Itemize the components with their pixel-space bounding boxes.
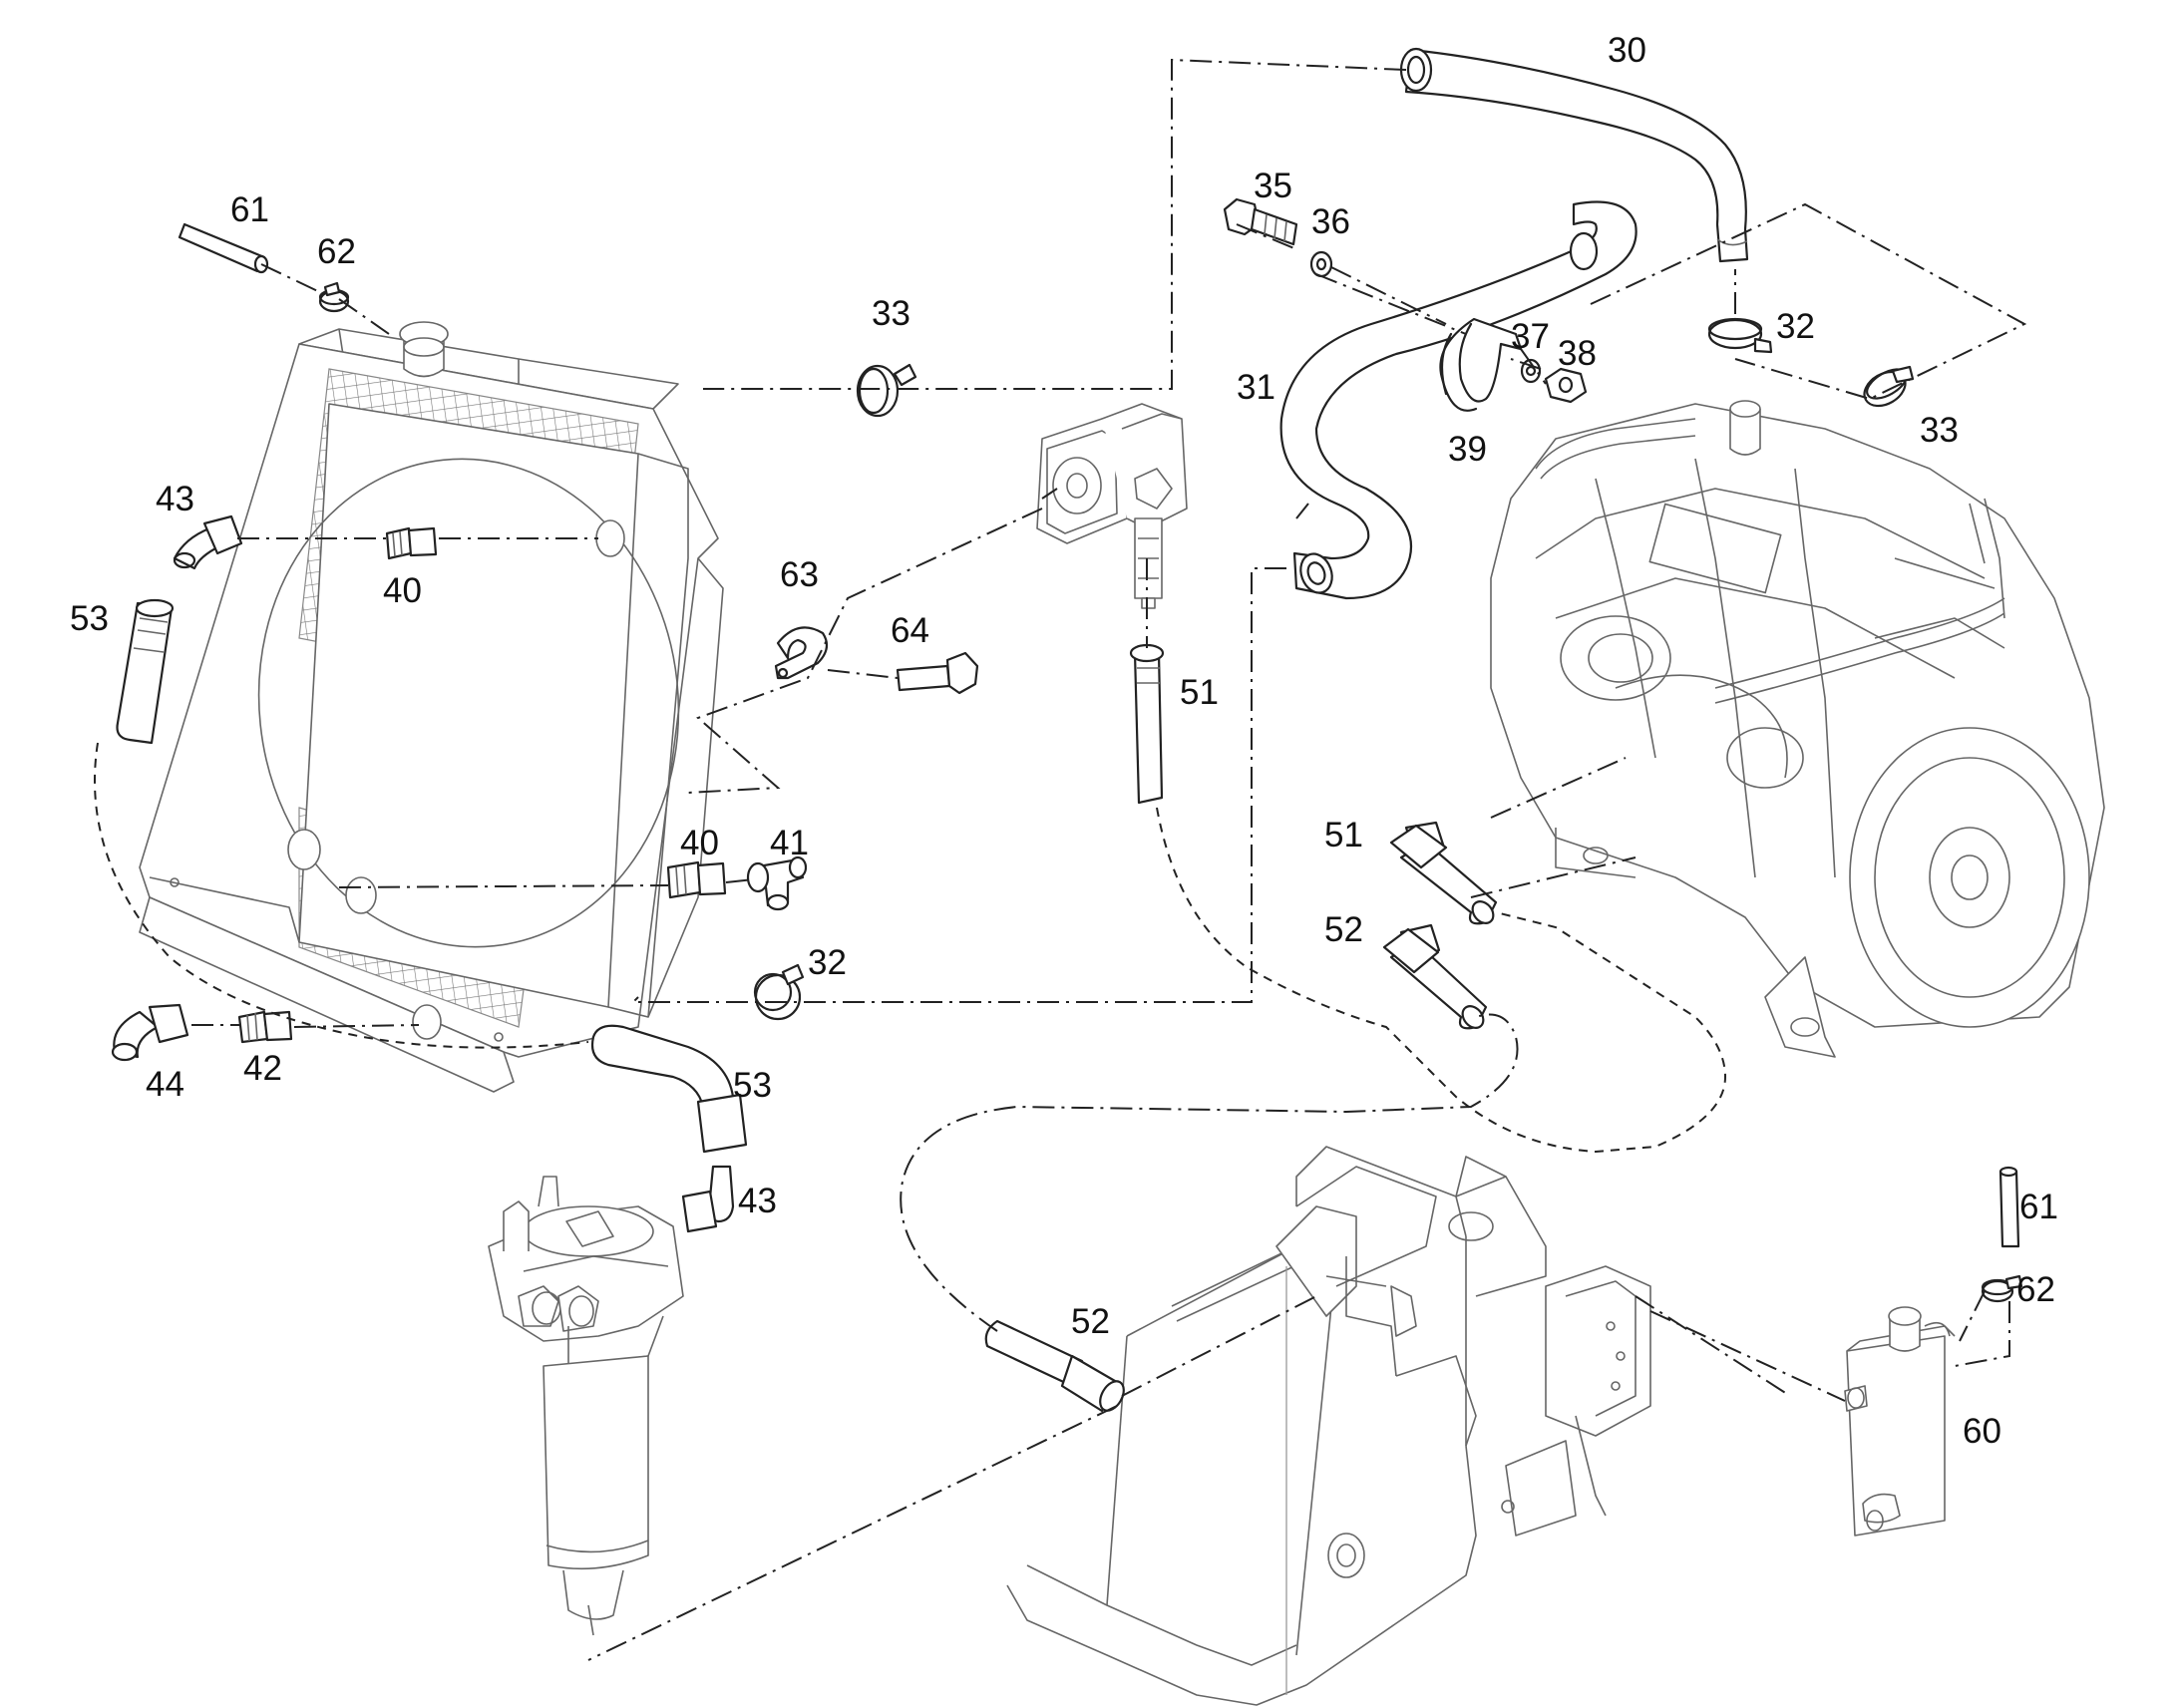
hose-53b xyxy=(590,1024,748,1154)
hose-clamp-62a xyxy=(318,281,350,313)
callout-40: 40 xyxy=(680,824,719,862)
hose-clamp-33a xyxy=(856,363,917,418)
adapter-40b xyxy=(666,860,727,899)
callout-62: 62 xyxy=(317,232,356,271)
hose-53a xyxy=(116,598,175,745)
washer-36 xyxy=(1309,250,1333,278)
callout-44: 44 xyxy=(146,1065,184,1104)
callout-61: 61 xyxy=(2019,1188,2058,1226)
hose-31 xyxy=(1279,200,1637,600)
elbow-fitting-43b xyxy=(681,1165,735,1233)
washer-37 xyxy=(1520,358,1542,384)
callout-52: 52 xyxy=(1324,910,1363,949)
callout-51: 51 xyxy=(1324,816,1363,854)
callout-63: 63 xyxy=(780,555,819,594)
callout-35: 35 xyxy=(1254,167,1292,205)
callout-62: 62 xyxy=(2016,1270,2055,1309)
expansion-tank xyxy=(1844,1306,1956,1537)
callout-36: 36 xyxy=(1311,202,1350,241)
callout-64: 64 xyxy=(891,611,929,650)
clamp-39 xyxy=(1439,317,1523,412)
hydraulic-pump xyxy=(1036,403,1188,609)
radiator xyxy=(139,321,724,1093)
callout-38: 38 xyxy=(1558,334,1597,373)
callout-33: 33 xyxy=(872,294,910,333)
callout-42: 42 xyxy=(243,1049,282,1088)
nut-38 xyxy=(1544,367,1588,404)
leader-lines xyxy=(94,58,2027,1661)
callout-31: 31 xyxy=(1237,368,1275,407)
adapter-40a xyxy=(385,526,438,560)
tee-fitting-41 xyxy=(746,855,808,911)
engine xyxy=(1490,400,2105,1058)
hose-61b xyxy=(1998,1166,2020,1248)
callout-32: 32 xyxy=(1776,307,1815,346)
callout-61: 61 xyxy=(230,190,269,229)
callout-33: 33 xyxy=(1920,411,1959,450)
callout-60: 60 xyxy=(1963,1412,2001,1451)
bolt-35 xyxy=(1223,197,1298,246)
callout-51: 51 xyxy=(1180,673,1219,712)
callout-40: 40 xyxy=(383,571,422,610)
chassis-frame xyxy=(1006,1146,1651,1706)
bolt-64 xyxy=(896,651,979,695)
hydraulic-filter xyxy=(488,1176,684,1636)
elbow-fitting-43a xyxy=(173,514,243,570)
callout-43: 43 xyxy=(738,1182,777,1220)
adapter-42 xyxy=(237,1010,293,1044)
hose-clamp-33b xyxy=(1863,365,1915,408)
hose-clamp-32b xyxy=(753,963,805,1021)
callout-32: 32 xyxy=(808,943,847,982)
hose-clamp-32a xyxy=(1707,317,1773,354)
callout-37: 37 xyxy=(1511,317,1550,356)
elbow-fitting-44 xyxy=(111,1003,189,1062)
hose-51a xyxy=(1129,643,1165,805)
callout-39: 39 xyxy=(1448,430,1487,469)
hose-clamp-62b xyxy=(1981,1274,2023,1303)
hose-52b xyxy=(984,1319,1125,1413)
callout-labels: 30 35 36 32 37 38 31 33 39 61 62 33 43 4… xyxy=(70,31,2058,1451)
hose-51b xyxy=(1389,821,1498,925)
callout-41: 41 xyxy=(770,824,809,862)
callout-43: 43 xyxy=(156,480,194,518)
hose-30 xyxy=(1399,47,1749,263)
callout-53: 53 xyxy=(70,599,109,638)
callout-53: 53 xyxy=(733,1066,772,1105)
pipe-clip-63 xyxy=(774,626,829,680)
callout-30: 30 xyxy=(1608,31,1646,70)
hose-52a xyxy=(1382,923,1488,1030)
callout-52: 52 xyxy=(1071,1302,1110,1341)
hose-61a xyxy=(178,222,269,274)
